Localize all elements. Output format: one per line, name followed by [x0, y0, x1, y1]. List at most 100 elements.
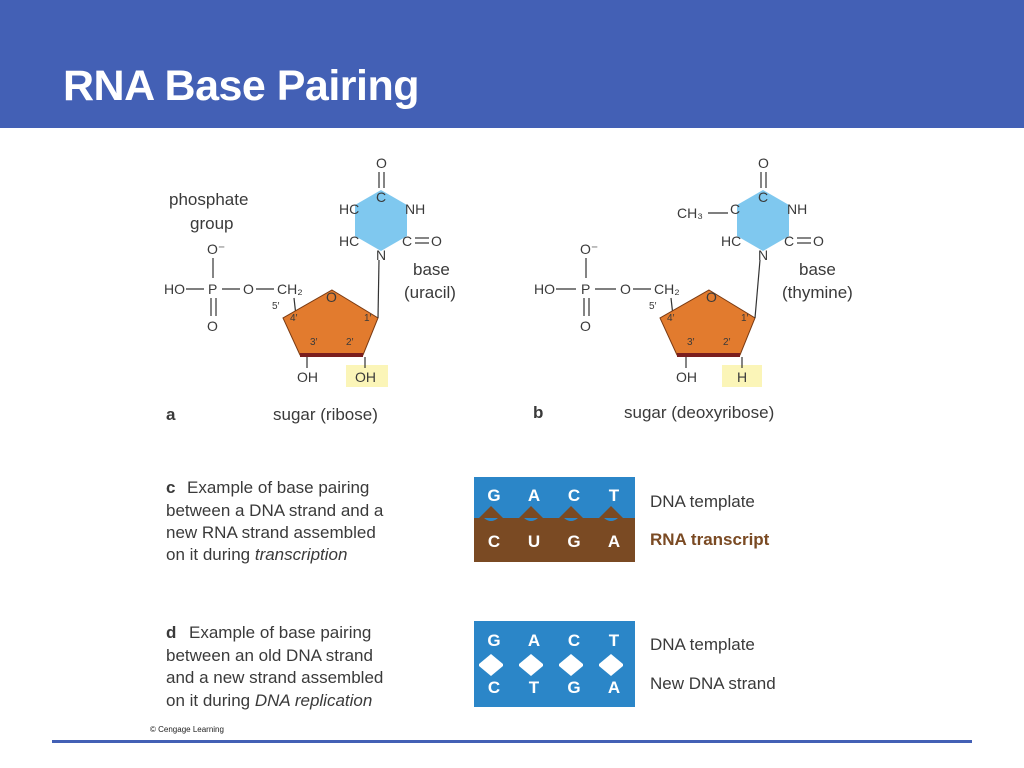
pair-notches-c — [484, 518, 618, 521]
phosphate-o-bridge-b: O — [620, 281, 631, 297]
phosphate-o-minus-b: O⁻ — [580, 241, 598, 257]
sugar-deoxyribose-label: sugar (deoxyribose) — [624, 403, 774, 422]
ring-oxygen-b: O — [706, 289, 717, 305]
pairing-graphic-c: G A C T C U G A — [474, 477, 635, 562]
carbon-2-label-b: 2′ — [723, 337, 731, 348]
pairing-graphic-d: G A C T C T G A — [474, 621, 635, 707]
title-bar: RNA Base Pairing — [0, 0, 1024, 128]
rna-base-c: A — [608, 532, 620, 551]
carbon-5-label: 5′ — [272, 301, 280, 312]
ch2-label-b: CH₂ — [654, 281, 680, 297]
phosphate-o-minus: O⁻ — [207, 241, 225, 257]
oh-3-prime-b: OH — [676, 369, 697, 385]
uracil-o-top: O — [376, 155, 387, 171]
carbon-3-label: 3′ — [310, 337, 318, 348]
slide-title: RNA Base Pairing — [63, 62, 420, 110]
panel-d-line4-italic: DNA replication — [255, 691, 372, 710]
uracil-ring — [355, 190, 407, 251]
dna-base-c: T — [609, 486, 620, 505]
dna-base-bottom-d: C — [488, 678, 500, 697]
uracil-c-2: C — [402, 233, 412, 249]
panel-a: phosphate group O⁻ HO P O CH₂ O 5′ O 4′ … — [164, 155, 456, 424]
panel-c-line4: on it during transcription — [166, 545, 347, 564]
oh-2-prime: OH — [355, 369, 376, 385]
highlight-h — [722, 365, 762, 387]
panel-d-letter: d — [166, 623, 176, 642]
panel-d-line4: on it during DNA replication — [166, 691, 372, 710]
thymine-nh: NH — [787, 201, 807, 217]
footer-rule — [52, 740, 972, 743]
panel-d-line3: and a new strand assembled — [166, 668, 383, 687]
dna-base-top-d: A — [528, 631, 540, 650]
uracil-hc-2: HC — [339, 233, 359, 249]
panel-c: c Example of base pairing between a DNA … — [166, 477, 770, 564]
dna-base-bottom-d: T — [529, 678, 540, 697]
phosphate-o-bridge: O — [243, 281, 254, 297]
thymine-c-2: C — [784, 233, 794, 249]
dna-base-top-d: G — [487, 631, 500, 650]
ch2-label: CH₂ — [277, 281, 303, 297]
panel-d: d Example of base pairing between an old… — [166, 621, 776, 710]
panel-a-letter: a — [166, 405, 176, 424]
dna-base-bottom-d: G — [567, 678, 580, 697]
figure-svg: phosphate group O⁻ HO P O CH₂ O 5′ O 4′ … — [150, 155, 853, 734]
rna-transcript-label: RNA transcript — [650, 530, 770, 549]
thymine-o-top: O — [758, 155, 769, 171]
carbon-4-label: 4′ — [290, 313, 298, 324]
dna-base-c: G — [487, 486, 500, 505]
phosphate-label-line2: group — [190, 214, 233, 233]
thymine-ring — [737, 190, 789, 251]
base-label-line1: base — [413, 260, 450, 279]
new-dna-strand-label: New DNA strand — [650, 674, 776, 693]
dna-base-c: A — [528, 486, 540, 505]
base-label-line2-b: (thymine) — [782, 283, 853, 302]
uracil-c-top: C — [376, 189, 386, 205]
h-2-prime: H — [737, 369, 747, 385]
phosphate-p: P — [208, 281, 217, 297]
dna-base-bottom-d: A — [608, 678, 620, 697]
carbon-1-label: 1′ — [364, 313, 372, 324]
ring-oxygen: O — [326, 289, 337, 305]
phosphate-ho-b: HO — [534, 281, 555, 297]
dna-base-top-d: T — [609, 631, 620, 650]
pair-interface-d — [479, 654, 623, 676]
panel-c-line1: Example of base pairing — [187, 478, 369, 497]
dna-template-label-c: DNA template — [650, 492, 755, 511]
phosphate-label-line1: phosphate — [169, 190, 248, 209]
thymine-c-top: C — [758, 189, 768, 205]
panel-c-line2: between a DNA strand and a — [166, 501, 384, 520]
rna-base-c: C — [488, 532, 500, 551]
panel-b-letter: b — [533, 403, 543, 422]
dna-base-c: C — [568, 486, 580, 505]
panel-c-letter: c — [166, 478, 175, 497]
panel-d-line2: between an old DNA strand — [166, 646, 373, 665]
uracil-n: N — [376, 247, 386, 263]
base-label-line2: (uracil) — [404, 283, 456, 302]
panel-c-line4-prefix: on it during — [166, 545, 255, 564]
copyright-notice: © Cengage Learning — [150, 725, 224, 734]
sugar-ribose-label: sugar (ribose) — [273, 405, 378, 424]
dna-template-label-d: DNA template — [650, 635, 755, 654]
phosphate-o-bottom-b: O — [580, 318, 591, 334]
panel-b: O⁻ HO P O CH₂ O 5′ O 4′ 3′ 2′ 1′ OH H O … — [533, 155, 853, 422]
rna-base-c: U — [528, 532, 540, 551]
uracil-o-right: O — [431, 233, 442, 249]
panel-c-line3: new RNA strand assembled — [166, 523, 376, 542]
thymine-o-right: O — [813, 233, 824, 249]
dna-base-top-d: C — [568, 631, 580, 650]
thymine-hc: HC — [721, 233, 741, 249]
ch3-label: CH₃ — [677, 205, 703, 221]
uracil-nh: NH — [405, 201, 425, 217]
carbon-4-label-b: 4′ — [667, 313, 675, 324]
phosphate-ho: HO — [164, 281, 185, 297]
uracil-hc-1: HC — [339, 201, 359, 217]
rna-base-c: G — [567, 532, 580, 551]
pair-teeth-c — [479, 506, 623, 518]
thymine-n: N — [758, 247, 768, 263]
glycosidic-bond-b — [754, 259, 761, 319]
figure-panel: phosphate group O⁻ HO P O CH₂ O 5′ O 4′ … — [146, 128, 878, 738]
highlight-oh — [346, 365, 388, 387]
panel-d-line1: Example of base pairing — [189, 623, 371, 642]
phosphate-p-b: P — [581, 281, 590, 297]
rna-strand-bottom-c — [474, 518, 635, 562]
